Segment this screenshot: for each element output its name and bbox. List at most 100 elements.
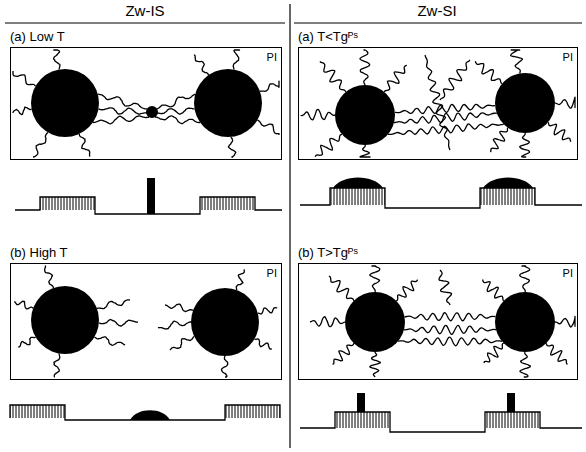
polymer-chain [260, 81, 279, 91]
panel-box: (a) Low TPI [10, 47, 282, 160]
polymer-chain [404, 325, 496, 334]
micelle-core [495, 292, 555, 352]
micelle-core [31, 286, 99, 354]
polymer-chain [310, 317, 345, 327]
hatched-block [485, 412, 540, 428]
region-label: PI [562, 267, 574, 280]
polymer-chain [94, 337, 125, 345]
hatched-block [200, 197, 255, 210]
polymer-chain [98, 108, 147, 114]
polymer-chain [484, 343, 504, 363]
polymer-chain [439, 270, 452, 305]
polymer-chain [54, 353, 60, 377]
polymer-chain [45, 266, 54, 288]
polymer-chain [301, 109, 335, 120]
dome [333, 178, 383, 189]
hatched-block [335, 412, 390, 428]
polymer-chain [511, 50, 523, 73]
polymer-chain [93, 116, 149, 124]
polymer-chain [483, 280, 504, 301]
polymer-chain [158, 321, 191, 329]
micelle-core [335, 85, 395, 145]
micelle-core [194, 69, 262, 137]
polymer-chain [520, 133, 530, 157]
dome [483, 178, 533, 189]
polymer-chain [555, 97, 575, 108]
polymer-chain [54, 50, 60, 70]
polymer-chain [315, 134, 342, 156]
micelle-core [146, 106, 158, 118]
polymer-chain [97, 300, 130, 309]
header-rule [5, 22, 285, 23]
micelle-core [345, 292, 405, 352]
polymer-chain [475, 61, 502, 83]
column-divider [289, 4, 290, 448]
micelle-core [31, 69, 99, 137]
polymer-chain [98, 94, 147, 109]
polymer-chain [548, 122, 571, 141]
polymer-chain [520, 266, 530, 292]
polymer-chain [14, 301, 33, 309]
column-heading: Zw-SI [417, 2, 456, 19]
polymer-chain [13, 71, 36, 86]
polymer-chain [370, 352, 380, 377]
hatched-block [330, 188, 385, 205]
polymer-chain [258, 308, 277, 314]
density-profile [300, 188, 582, 208]
hatched-block [40, 197, 95, 210]
polymer-chain [79, 134, 90, 157]
hatched-block [480, 188, 535, 205]
polymer-chain [370, 266, 380, 292]
polymer-chain [440, 60, 470, 100]
polymer-chain [491, 128, 508, 153]
polymer-chain [257, 120, 279, 135]
panel-box: (b) High TPI [10, 263, 282, 380]
polymer-chain [170, 336, 194, 350]
black-bar [507, 393, 515, 412]
polymer-chain [99, 320, 138, 326]
polymer-chain [221, 356, 227, 377]
polymer-chain [236, 269, 244, 290]
polymer-chain [155, 116, 200, 124]
polymer-chain [425, 55, 450, 150]
hatched-block [225, 405, 280, 418]
region-label: PI [266, 51, 278, 64]
polymer-chain [405, 313, 496, 321]
polymer-chain [329, 276, 354, 301]
panel-heading: (a) T<Tgᴾˢ [298, 29, 358, 44]
black-bar [357, 393, 365, 412]
panel-heading: (b) High T [10, 245, 68, 260]
panel-box: (b) T>TgᴾˢPI [298, 263, 578, 380]
polymer-chain [333, 343, 354, 364]
polymer-chain [546, 343, 567, 364]
panel-heading: (a) Low T [10, 29, 65, 44]
polymer-chain [228, 137, 235, 157]
polymer-chain [360, 50, 370, 85]
polymer-chain [157, 94, 195, 109]
polymer-chain [396, 280, 417, 301]
polymer-chain [398, 337, 502, 346]
density-profile [300, 412, 582, 432]
polymer-chain [395, 104, 495, 113]
polymer-chain [555, 316, 575, 327]
micelle-core [495, 73, 555, 133]
polymer-chain [13, 107, 32, 114]
dome [130, 410, 170, 420]
polymer-chain [254, 339, 271, 349]
region-label: PI [266, 267, 278, 280]
panel-box: (a) T<TgᴾˢPI [298, 47, 578, 160]
hatched-block [10, 405, 65, 418]
polymer-chain [320, 61, 346, 92]
polymer-chain [33, 132, 48, 157]
polymer-chain [520, 352, 530, 377]
micelle-cores [31, 69, 555, 356]
polymer-chain [165, 304, 193, 311]
polymer-chain [18, 337, 35, 347]
polymer-chain [157, 108, 195, 114]
polymer-chain [384, 65, 406, 92]
panel-heading: (b) T>Tgᴾˢ [298, 245, 358, 260]
polymer-chain [360, 145, 370, 157]
polymer-chain [233, 50, 239, 70]
